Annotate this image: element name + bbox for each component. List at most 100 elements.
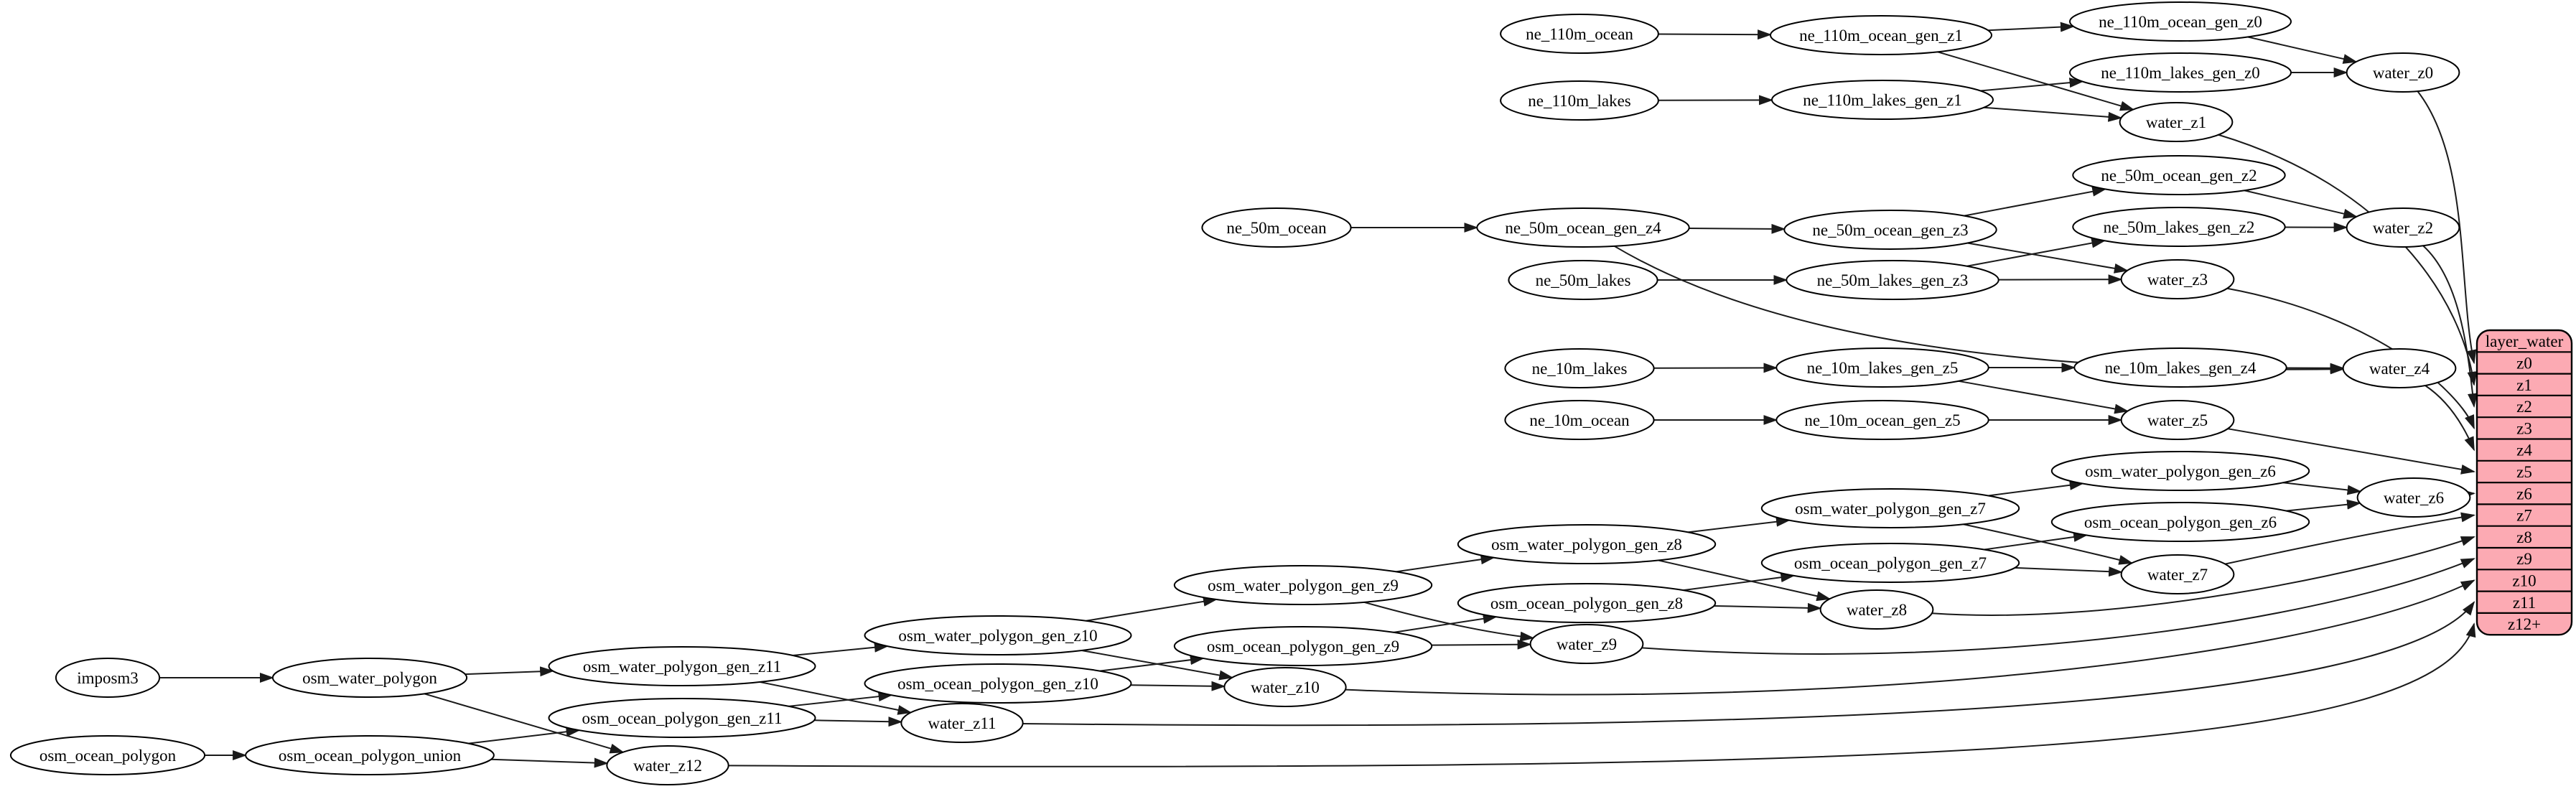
- node-label-water_z6: water_z6: [2384, 489, 2444, 507]
- graph-node-water_z2: water_z2: [2346, 207, 2460, 248]
- layer-water-row-z8: z8: [2516, 528, 2532, 546]
- node-label-osm_ocean_polygon_gen_z8: osm_ocean_polygon_gen_z8: [1490, 594, 1683, 612]
- layer-water-table: layer_waterz0z1z2z3z4z5z6z7z8z9z10z11z12…: [2475, 329, 2573, 636]
- node-label-osm_water_polygon_gen_z11: osm_water_polygon_gen_z11: [583, 658, 781, 676]
- graph-node-ne_50m_ocean_gen_z2: ne_50m_ocean_gen_z2: [2072, 155, 2286, 195]
- node-ellipse-water_z3: [2120, 259, 2235, 299]
- node-ellipse-imposm3: [55, 658, 161, 698]
- node-ellipse-water_z11: [900, 703, 1024, 743]
- node-label-osm_ocean_polygon_gen_z10: osm_ocean_polygon_gen_z10: [897, 675, 1098, 693]
- node-ellipse-water_z5: [2120, 400, 2235, 440]
- graph-node-osm_ocean_polygon_union: osm_ocean_polygon_union: [245, 735, 495, 775]
- node-ellipse-ne_10m_ocean: [1504, 400, 1655, 440]
- layer-water-row-z1: z1: [2516, 376, 2532, 394]
- node-label-osm_water_polygon_gen_z7: osm_water_polygon_gen_z7: [1795, 500, 1986, 518]
- edge-osm_water_polygon_gen_z10-to-osm_water_polygon_gen_z9: [1086, 596, 1218, 622]
- node-label-water_z7: water_z7: [2147, 566, 2208, 584]
- node-ellipse-water_z2: [2346, 207, 2460, 248]
- node-label-water_z12: water_z12: [633, 757, 702, 775]
- graph-node-water_z8: water_z8: [1819, 589, 1934, 630]
- node-ellipse-osm_ocean_polygon: [9, 735, 206, 775]
- graph-node-water_z0: water_z0: [2346, 52, 2460, 93]
- node-label-ne_110m_lakes_gen_z1: ne_110m_lakes_gen_z1: [1803, 91, 1961, 109]
- node-ellipse-water_z0: [2346, 52, 2460, 93]
- layer-water-row-z10: z10: [2512, 571, 2536, 589]
- edge-ne_50m_ocean_gen_z3-to-water_z3: [1967, 242, 2129, 274]
- edge-osm_ocean_polygon_union-to-osm_ocean_polygon_gen_z11: [468, 727, 581, 744]
- edge-osm_ocean_polygon_gen_z10-to-osm_ocean_polygon_gen_z9: [1099, 655, 1205, 672]
- node-label-ne_110m_ocean: ne_110m_ocean: [1526, 25, 1633, 43]
- graph-node-water_z11: water_z11: [900, 703, 1024, 743]
- node-label-osm_water_polygon: osm_water_polygon: [302, 669, 437, 687]
- graph-node-ne_110m_lakes: ne_110m_lakes: [1500, 80, 1659, 121]
- graph-node-water_z5: water_z5: [2120, 400, 2235, 440]
- node-ellipse-ne_110m_lakes: [1500, 80, 1659, 121]
- graph-node-osm_water_polygon_gen_z8: osm_water_polygon_gen_z8: [1457, 524, 1717, 564]
- edges-layer: [159, 22, 2478, 768]
- graph-node-osm_water_polygon_gen_z10: osm_water_polygon_gen_z10: [864, 615, 1132, 655]
- node-ellipse-osm_water_polygon_gen_z6: [2050, 451, 2310, 491]
- edge-osm_water_polygon_gen_z7-to-water_z7: [1963, 523, 2134, 565]
- node-ellipse-osm_ocean_polygon_gen_z9: [1173, 626, 1433, 666]
- edge-osm_ocean_polygon_union-to-water_z12: [490, 757, 609, 768]
- edge-osm_ocean_polygon_gen_z11-to-osm_ocean_polygon_gen_z10: [788, 691, 893, 707]
- node-ellipse-osm_water_polygon_gen_z10: [864, 615, 1132, 655]
- edge-osm_water_polygon_gen_z6-to-water_z6: [2282, 482, 2362, 495]
- node-ellipse-ne_110m_lakes_gen_z1: [1771, 80, 1994, 120]
- edge-osm_water_polygon_gen_z11-to-water_z11: [760, 681, 913, 715]
- graph-node-ne_10m_lakes_gen_z5: ne_10m_lakes_gen_z5: [1775, 347, 1989, 388]
- graph-node-water_z10: water_z10: [1223, 667, 1347, 707]
- edge-osm_water_polygon_gen_z9-to-water_z9: [1363, 601, 1535, 642]
- layer-water-row-z4: z4: [2516, 442, 2532, 459]
- node-label-imposm3: imposm3: [77, 669, 139, 687]
- node-ellipse-water_z10: [1223, 667, 1347, 707]
- node-label-ne_110m_ocean_gen_z1: ne_110m_ocean_gen_z1: [1799, 27, 1963, 45]
- node-label-ne_10m_ocean: ne_10m_ocean: [1529, 411, 1630, 429]
- node-ellipse-ne_10m_ocean_gen_z5: [1775, 400, 1989, 440]
- edge-ne_110m_ocean_gen_z1-to-ne_110m_ocean_gen_z0: [1988, 22, 2075, 32]
- edge-ne_110m_ocean_gen_z1-to-water_z1: [1937, 51, 2135, 111]
- node-ellipse-water_z4: [2342, 348, 2457, 388]
- graph-node-water_z6: water_z6: [2356, 477, 2471, 518]
- layer-water-row-z12+: z12+: [2508, 615, 2541, 633]
- node-label-ne_50m_ocean: ne_50m_ocean: [1226, 219, 1327, 237]
- graph-node-ne_10m_ocean_gen_z5: ne_10m_ocean_gen_z5: [1775, 400, 1989, 440]
- node-ellipse-ne_50m_lakes: [1508, 260, 1658, 300]
- node-ellipse-osm_ocean_polygon_gen_z6: [2050, 502, 2310, 542]
- node-label-water_z10: water_z10: [1251, 678, 1320, 696]
- edge-osm_ocean_polygon_gen_z10-to-water_z10: [1130, 681, 1226, 691]
- node-ellipse-osm_water_polygon_gen_z9: [1173, 565, 1433, 605]
- graph-node-ne_110m_ocean_gen_z1: ne_110m_ocean_gen_z1: [1770, 15, 1992, 55]
- graph-node-ne_10m_ocean: ne_10m_ocean: [1504, 400, 1655, 440]
- layer-water-row-z5: z5: [2516, 463, 2532, 481]
- edge-osm_water_polygon_gen_z8-to-osm_water_polygon_gen_z7: [1687, 516, 1791, 533]
- node-label-water_z4: water_z4: [2369, 360, 2430, 378]
- graph-node-ne_50m_lakes_gen_z3: ne_50m_lakes_gen_z3: [1786, 260, 1999, 300]
- node-label-water_z5: water_z5: [2147, 411, 2208, 429]
- graph-node-water_z9: water_z9: [1529, 624, 1644, 664]
- node-ellipse-osm_ocean_polygon_gen_z10: [864, 663, 1132, 704]
- edge-ne_110m_ocean-to-ne_110m_ocean_gen_z1: [1658, 29, 1773, 40]
- node-ellipse-ne_10m_lakes_gen_z4: [2073, 347, 2287, 388]
- node-ellipse-osm_water_polygon: [271, 658, 468, 698]
- edge-osm_ocean_polygon_gen_z8-to-water_z8: [1714, 602, 1822, 613]
- node-ellipse-ne_50m_ocean: [1201, 207, 1352, 248]
- node-ellipse-ne_110m_ocean: [1500, 14, 1659, 54]
- edge-ne_110m_ocean_gen_z0-to-water_z0: [2247, 36, 2358, 64]
- node-ellipse-ne_50m_ocean_gen_z2: [2072, 155, 2286, 195]
- edge-ne_50m_ocean_gen_z4-to-ne_50m_ocean_gen_z3: [1689, 223, 1786, 234]
- edge-osm_water_polygon_gen_z9-to-osm_water_polygon_gen_z8: [1396, 554, 1495, 573]
- edge-ne_50m_lakes_gen_z3-to-ne_50m_lakes_gen_z2: [1966, 238, 2106, 267]
- node-ellipse-water_z1: [2119, 102, 2234, 142]
- graph-node-ne_50m_ocean_gen_z3: ne_50m_ocean_gen_z3: [1783, 210, 1997, 250]
- node-label-osm_water_polygon_gen_z10: osm_water_polygon_gen_z10: [898, 627, 1097, 645]
- node-label-ne_10m_ocean_gen_z5: ne_10m_ocean_gen_z5: [1804, 411, 1960, 429]
- graph-node-ne_50m_ocean_gen_z4: ne_50m_ocean_gen_z4: [1476, 207, 1690, 248]
- graph-node-water_z4: water_z4: [2342, 348, 2457, 388]
- graph-node-ne_50m_lakes_gen_z2: ne_50m_lakes_gen_z2: [2072, 207, 2286, 247]
- node-ellipse-osm_ocean_polygon_gen_z8: [1457, 583, 1717, 623]
- edge-osm_ocean_polygon_gen_z6-to-water_z6: [2286, 499, 2361, 512]
- node-label-ne_10m_lakes_gen_z5: ne_10m_lakes_gen_z5: [1807, 359, 1959, 377]
- edge-osm_ocean_polygon_gen_z7-to-water_z7: [2015, 566, 2124, 577]
